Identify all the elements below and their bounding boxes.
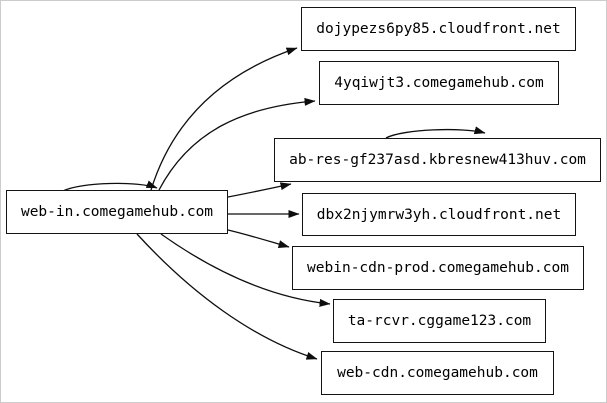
edge-web-in-to-dojypezs6py85 [150,47,298,191]
node-ab-res: ab-res-gf237asd.kbresnew413huv.com [274,138,601,182]
node-web-cdn: web-cdn.comegamehub.com [321,351,554,395]
node-dbx2njymrw3yh: dbx2njymrw3yh.cloudfront.net [302,193,576,236]
node-dojypezs6py85: dojypezs6py85.cloudfront.net [301,7,576,51]
node-webin-cdn-prod: webin-cdn-prod.comegamehub.com [292,246,584,290]
node-4yqiwjt3: 4yqiwjt3.comegamehub.com [319,61,559,105]
edge-web-in-to-webin-cdn-prod [227,229,290,248]
node-web-in: web-in.comegamehub.com [6,190,228,234]
edge-web-in-to-web-cdn [136,233,318,360]
node-ta-rcvr: ta-rcvr.cggame123.com [333,299,546,343]
edge-web-in-to-ab-res [227,182,292,198]
edge-web-in-self-loop [62,180,158,192]
edge-ab-res-self-loop [385,126,486,139]
edge-web-in-to-4yqiwjt3 [158,97,316,191]
edge-web-in-to-ta-rcvr [160,233,331,307]
